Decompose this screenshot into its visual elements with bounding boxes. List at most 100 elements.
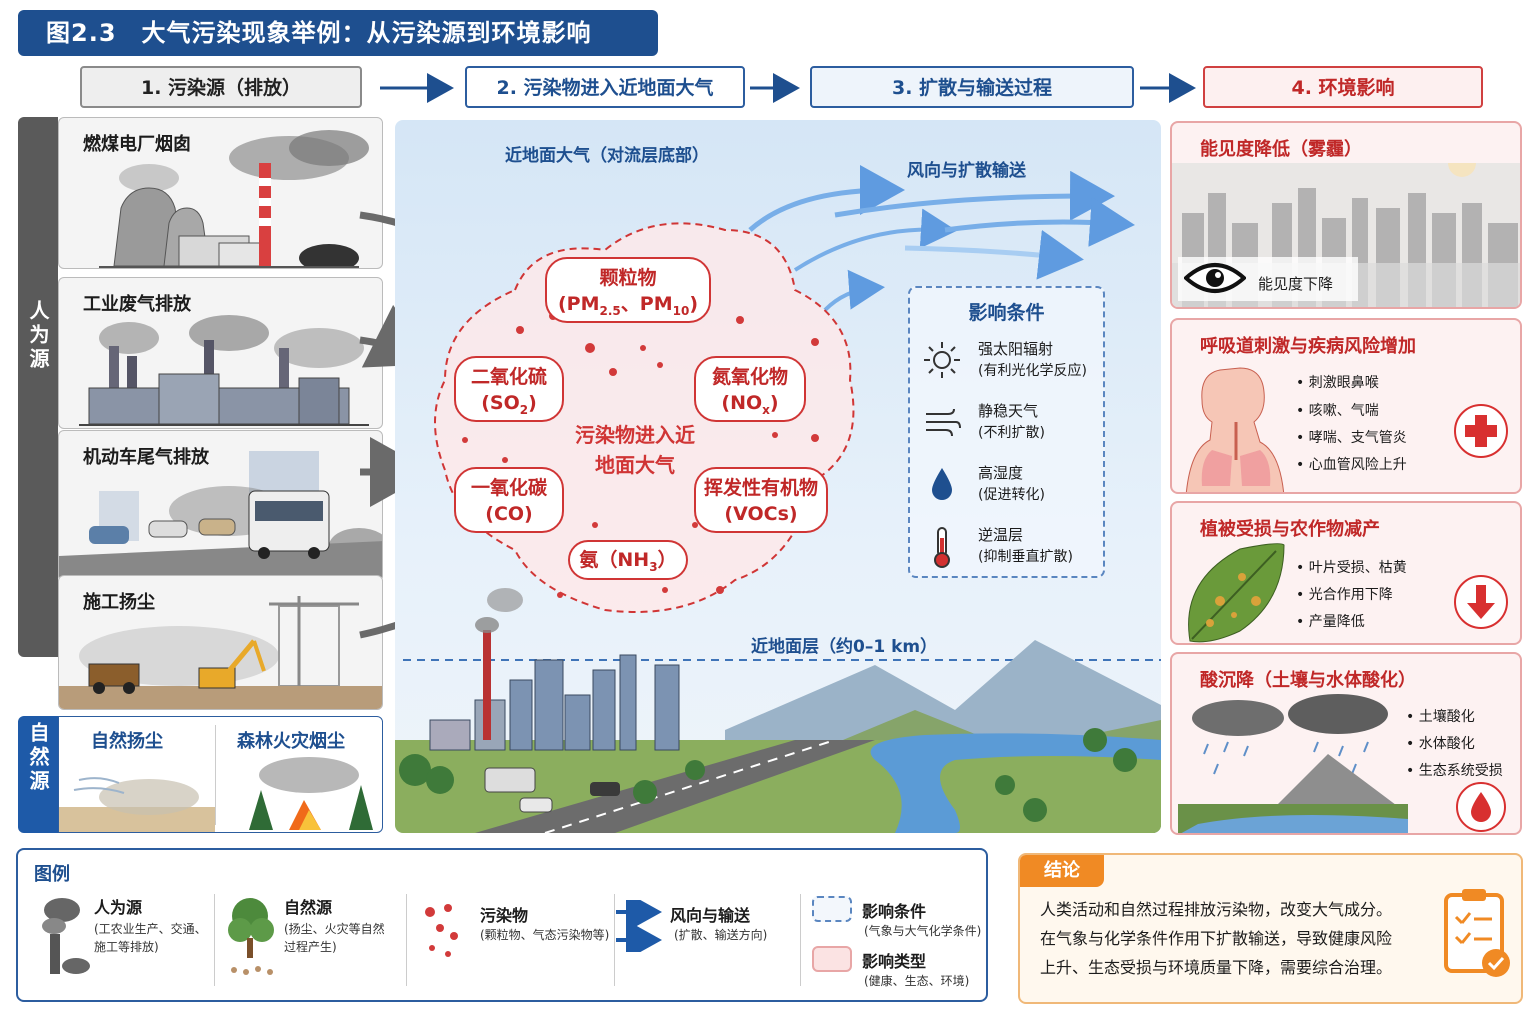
step-1-header: 1. 污染源（排放） <box>80 66 362 108</box>
source-title-construction: 施工扬尘 <box>83 592 155 613</box>
acid-bullet-2-text: 水体酸化 <box>1418 736 1475 752</box>
eye-icon <box>1183 258 1247 298</box>
pollutant-pm-sub1: 2.5 <box>599 303 621 318</box>
conclusion-line-2: 在气象与化学条件作用下扩散输送，导致健康风险 <box>1040 929 1393 948</box>
impact-acid-title: 酸沉降（土壤与水体酸化） <box>1200 670 1416 691</box>
pollutant-nox: 氮氧化物 (NOx) <box>694 356 806 422</box>
legend-wind-note: (扩散、输送方向) <box>674 928 768 942</box>
pollutant-nox-sub: x <box>762 402 770 417</box>
condition-inversion-note: (抑制垂直扩散) <box>978 549 1073 565</box>
conditions-title: 影响条件 <box>968 302 1045 324</box>
legend-box: 图例 人为源 (工农业生产、交通、施工等排放) 自然源 (扬尘、火灾等自然过程产… <box>16 848 988 1002</box>
vegetation-bullet-2-text: 光合作用下降 <box>1308 587 1393 603</box>
pollutant-so2-formula-pre: (SO <box>481 392 520 414</box>
figure-title: 图2.3 大气污染现象举例：从污染源到环境影响 <box>18 10 658 56</box>
pollutant-nh3-pre: 氨（NH <box>579 549 650 571</box>
impact-vegetation-title: 植被受损与农作物减产 <box>1200 519 1380 540</box>
pollutant-co-formula: (CO) <box>485 503 533 525</box>
wind-label: 风向与扩散输送 <box>907 161 1026 181</box>
impact-acid-panel: 酸沉降（土壤与水体酸化） • 土壤酸化 • 水体酸化 • 生态系统受损 <box>1170 652 1522 835</box>
source-panel-power-plant: 燃煤电厂烟囱 <box>58 117 383 269</box>
legend-natural-label: 自然源 <box>284 898 333 917</box>
natural-illustration <box>59 757 373 832</box>
wind-icon <box>922 402 962 442</box>
pollutant-nox-formula: (NOx) <box>696 390 804 423</box>
vegetation-bullet-3-text: 产量降低 <box>1308 614 1365 630</box>
conclusion-tag: 结论 <box>1020 855 1104 887</box>
legend-anthropogenic-note-2: 施工等排放) <box>94 940 159 954</box>
pollutant-pm: 颗粒物 (PM2.5、PM10) <box>545 257 711 323</box>
acid-bullet-1-text: 土壤酸化 <box>1418 709 1475 725</box>
vegetation-bullet-1: • 叶片受损、枯黄 <box>1296 560 1407 576</box>
legend-wind-label: 风向与输送 <box>670 906 751 925</box>
legend-impact-label: 影响类型 <box>862 952 927 971</box>
pollutant-co: 一氧化碳 (CO) <box>454 467 564 533</box>
step-arrows <box>380 73 1196 103</box>
acid-droplet-icon <box>1456 782 1506 832</box>
acid-bullet-1: • 土壤酸化 <box>1406 709 1475 725</box>
legend-condition-swatch <box>812 896 852 922</box>
legend-impact-note: (健康、生态、环境) <box>864 974 970 988</box>
vegetation-bullet-3: • 产量降低 <box>1296 614 1365 630</box>
condition-stagnant: 静稳天气 (不利扩散) <box>920 400 1105 450</box>
source-title-power-plant: 燃煤电厂烟囱 <box>83 134 191 155</box>
pollutant-so2-sub: 2 <box>519 402 529 417</box>
step-2-header: 2. 污染物进入近地面大气 <box>465 66 745 108</box>
legend-divider <box>406 894 407 986</box>
legend-divider <box>614 894 615 986</box>
respiratory-bullet-3: • 哮喘、支气管炎 <box>1296 430 1407 446</box>
respiratory-bullet-4: • 心血管风险上升 <box>1296 457 1407 473</box>
respiratory-bullet-3-text: 哮喘、支气管炎 <box>1308 430 1407 446</box>
pollutant-nh3-sub: 3 <box>649 559 658 574</box>
impact-visibility-title: 能见度降低（雾霾） <box>1200 139 1362 160</box>
legend-natural-note: (扬尘、火灾等自然过程产生) <box>284 920 385 956</box>
vegetation-bullet-2: • 光合作用下降 <box>1296 587 1393 603</box>
respiratory-bullet-2-text: 咳嗽、气喘 <box>1308 403 1379 419</box>
legend-natural-note-1: (扬尘、火灾等自然 <box>284 922 385 936</box>
pollutant-pm-sub2: 10 <box>672 303 690 318</box>
respiratory-bullet-1: • 刺激眼鼻喉 <box>1296 375 1379 391</box>
legend-divider <box>800 894 801 986</box>
source-panel-construction: 施工扬尘 <box>58 575 383 710</box>
pollutant-so2-formula: (SO2) <box>456 390 562 423</box>
pollutant-nh3-post: ） <box>657 549 677 571</box>
legend-condition-note: (气象与大气化学条件) <box>864 924 982 938</box>
pollutant-vocs: 挥发性有机物 (VOCs) <box>694 467 828 533</box>
pollutant-nox-name: 氮氧化物 <box>711 366 788 388</box>
respiratory-bullet-2: • 咳嗽、气喘 <box>1296 403 1379 419</box>
conclusion-text: 人类活动和自然过程排放污染物，改变大气成分。 在气象与化学条件作用下扩散输送，导… <box>1040 895 1440 982</box>
pollutant-nh3: 氨（NH3） <box>568 540 688 580</box>
source-panel-industrial: 工业废气排放 <box>58 277 383 429</box>
anthropogenic-band-label: 人为源 <box>18 300 58 372</box>
legend-title: 图例 <box>34 864 70 885</box>
impact-vegetation-panel: 植被受损与农作物减产 • 叶片受损、枯黄 • 光合作用下降 • 产量降低 <box>1170 501 1522 645</box>
legend-wind-arrows-icon <box>616 900 662 952</box>
legend-condition-label: 影响条件 <box>862 902 927 921</box>
pollutant-vocs-formula: (VOCs) <box>724 503 798 525</box>
impact-visibility-panel: 能见度降低（雾霾） 能见度下降 <box>1170 121 1522 309</box>
respiratory-bullet-1-text: 刺激眼鼻喉 <box>1308 375 1379 391</box>
impact-respiratory-title: 呼吸道刺激与疾病风险增加 <box>1200 336 1416 357</box>
legend-pollutant-label: 污染物 <box>480 906 529 925</box>
respiratory-bullet-4-text: 心血管风险上升 <box>1308 457 1407 473</box>
legend-pollutant-dots-icon <box>425 904 458 957</box>
pollutant-co-name: 一氧化碳 <box>470 477 547 499</box>
pollutant-so2: 二氧化硫 (SO2) <box>454 356 564 422</box>
legend-natural-note-2: 过程产生) <box>284 940 337 954</box>
legend-natural-icon <box>228 898 274 975</box>
pollutant-pm-formula-post: ) <box>689 293 699 315</box>
surface-layer-label: 近地面层（约0–1 km） <box>751 637 938 657</box>
thermometer-icon <box>922 526 962 568</box>
construction-illustration <box>59 596 382 709</box>
condition-solar-note: (有利光化学反应) <box>978 363 1087 379</box>
condition-stagnant-note: (不利扩散) <box>978 425 1045 441</box>
acid-bullet-3: • 生态系统受损 <box>1406 763 1503 779</box>
condition-humidity-note: (促进转化) <box>978 487 1045 503</box>
condition-humidity: 高湿度 (促进转化) <box>920 462 1105 512</box>
decrease-arrow-icon <box>1454 575 1508 629</box>
anthropogenic-band <box>18 117 58 657</box>
pollutant-nox-formula-post: ) <box>769 392 779 414</box>
medical-cross-icon <box>1454 404 1508 458</box>
haze-illustration <box>1172 163 1520 307</box>
legend-divider <box>214 894 215 986</box>
